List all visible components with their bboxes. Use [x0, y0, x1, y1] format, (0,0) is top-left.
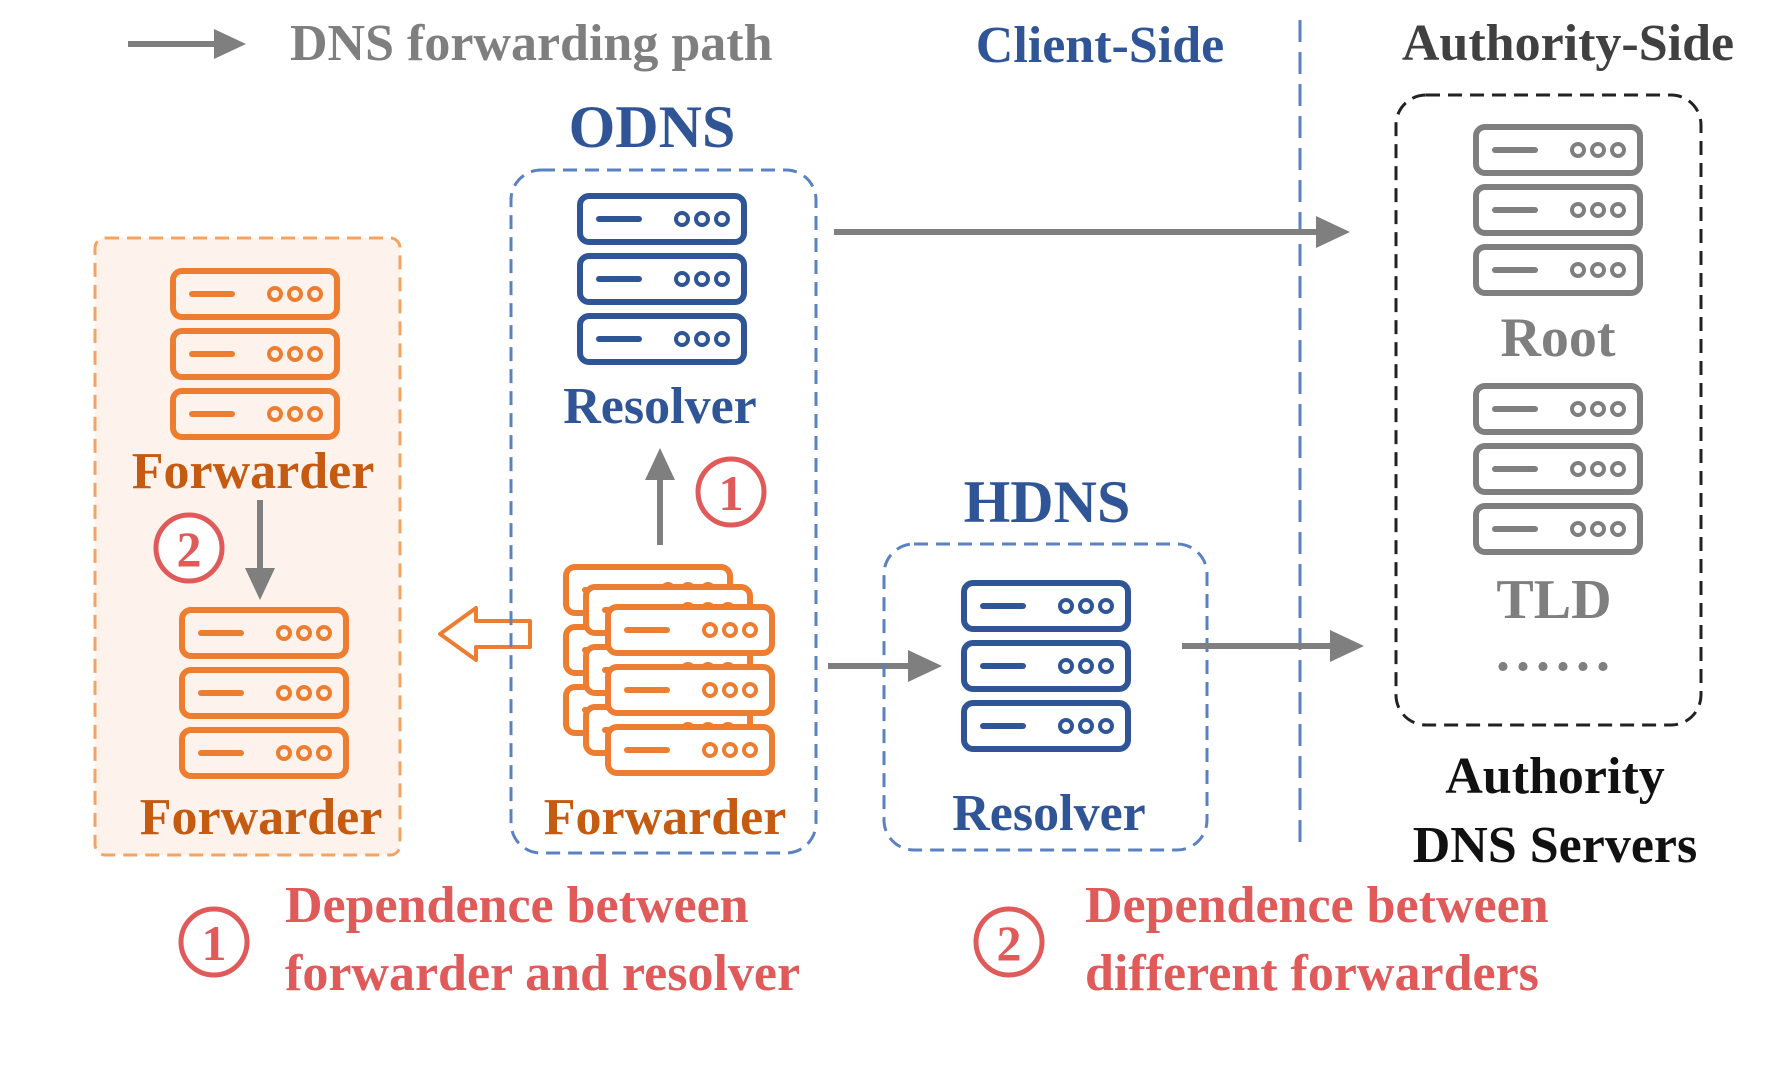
odns-resolver-server-icon	[580, 196, 744, 362]
tld-server-icon	[1476, 386, 1640, 552]
odns-resolver-label: Resolver	[563, 378, 756, 435]
legend-arrow-head	[214, 29, 246, 59]
tld-label: TLD	[1496, 569, 1611, 631]
authority-box	[1394, 93, 1703, 727]
forwarder-top-label: Forwarder	[132, 443, 375, 500]
legend-label: DNS forwarding path	[290, 15, 773, 72]
marker-two-chain-text: 2	[177, 521, 202, 577]
hdns-box	[882, 542, 1209, 852]
odns-to-root-arrow-head	[1316, 216, 1350, 248]
hdns-to-tld-arrow-head	[1330, 630, 1364, 662]
hdns-title: HDNS	[964, 469, 1131, 535]
root-label: Root	[1500, 307, 1615, 369]
note-two-line2: different forwarders	[1085, 945, 1539, 1002]
forwarder-bottom-label: Forwarder	[140, 789, 383, 846]
authority-caption-line1: Authority	[1445, 748, 1665, 805]
odns-forwarder-server-icon-front	[608, 607, 772, 773]
authority-ellipsis: ......	[1496, 621, 1616, 683]
odns-forwarder-stack	[566, 567, 772, 773]
legend: DNS forwarding path	[128, 15, 773, 72]
client-side-label: Client-Side	[976, 17, 1224, 74]
authority-caption-line2: DNS Servers	[1413, 817, 1698, 874]
note-one: 1 Dependence between forwarder and resol…	[178, 877, 800, 1002]
hdns-resolver-label: Resolver	[952, 785, 1145, 842]
note-two-marker: 2	[997, 915, 1022, 971]
hollow-left-arrow-icon	[438, 606, 532, 662]
odns-forwarder-label: Forwarder	[544, 789, 787, 846]
note-one-marker: 1	[202, 915, 227, 971]
odns-up-arrow-head	[645, 448, 675, 480]
odns-box	[509, 168, 818, 855]
note-two: 2 Dependence between different forwarder…	[973, 877, 1549, 1002]
forwarder-chain-arrow-head	[245, 568, 275, 600]
marker-two-chain: 2	[153, 512, 225, 584]
odns-title: ODNS	[569, 94, 736, 160]
authority-side-label: Authority-Side	[1402, 15, 1734, 72]
note-one-line1: Dependence between	[285, 877, 749, 934]
root-server-icon	[1476, 127, 1640, 293]
hdns-resolver-server-icon	[964, 583, 1128, 749]
note-one-line2: forwarder and resolver	[285, 945, 800, 1002]
marker-one-odns-text: 1	[719, 465, 744, 521]
note-two-line1: Dependence between	[1085, 877, 1549, 934]
marker-one-odns: 1	[695, 456, 767, 528]
forwarder-to-hdns-arrow-head	[908, 650, 942, 682]
